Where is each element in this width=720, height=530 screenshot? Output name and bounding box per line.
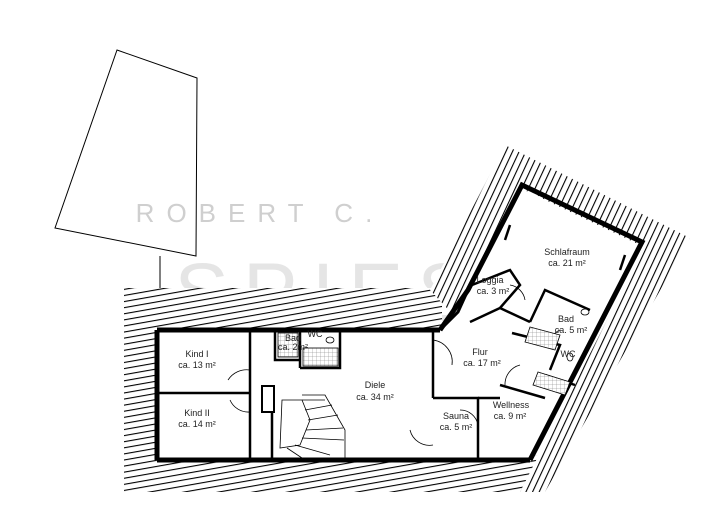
- interior-right: [430, 188, 640, 462]
- room-kind2-name: Kind II: [184, 408, 210, 418]
- room-diele-name: Diele: [365, 380, 386, 390]
- room-wc-right-name: WC: [561, 349, 576, 359]
- room-schlafraum-area: ca. 21 m²: [548, 258, 586, 268]
- room-bad-left-name: Bad: [285, 333, 301, 343]
- room-kind2-area: ca. 14 m²: [178, 419, 216, 429]
- room-labels: Schlafraum ca. 21 m² Loggia ca. 3 m² Bad…: [178, 247, 590, 432]
- watermark-line1: ROBERT C.: [136, 198, 385, 228]
- interior-walls: [157, 224, 627, 460]
- room-bad-right-name: Bad: [558, 314, 574, 324]
- room-wellness-area: ca. 9 m²: [494, 411, 527, 421]
- room-flur-area: ca. 17 m²: [463, 358, 501, 368]
- room-flur-name: Flur: [472, 347, 488, 357]
- room-bad-left-area: ca. 2m²: [278, 342, 308, 352]
- room-sauna-area: ca. 5 m²: [440, 422, 473, 432]
- staircase: [275, 394, 346, 461]
- room-loggia-name: Loggia: [476, 275, 503, 285]
- room-kind1-name: Kind I: [185, 349, 208, 359]
- room-diele-area: ca. 34 m²: [356, 392, 394, 402]
- room-loggia-area: ca. 3 m²: [477, 286, 510, 296]
- interior-left: [157, 330, 440, 460]
- room-bad-right-area: ca. 5 m²: [555, 325, 588, 335]
- room-wellness-name: Wellness: [493, 400, 530, 410]
- room-kind1-area: ca. 13 m²: [178, 360, 216, 370]
- outer-walls: [154, 181, 646, 463]
- site-outline: [54, 49, 198, 257]
- room-wc-left-name: WC: [308, 329, 323, 339]
- room-sauna-name: Sauna: [443, 411, 469, 421]
- room-schlafraum-name: Schlafraum: [544, 247, 590, 257]
- bathroom-fixtures: [261, 308, 590, 413]
